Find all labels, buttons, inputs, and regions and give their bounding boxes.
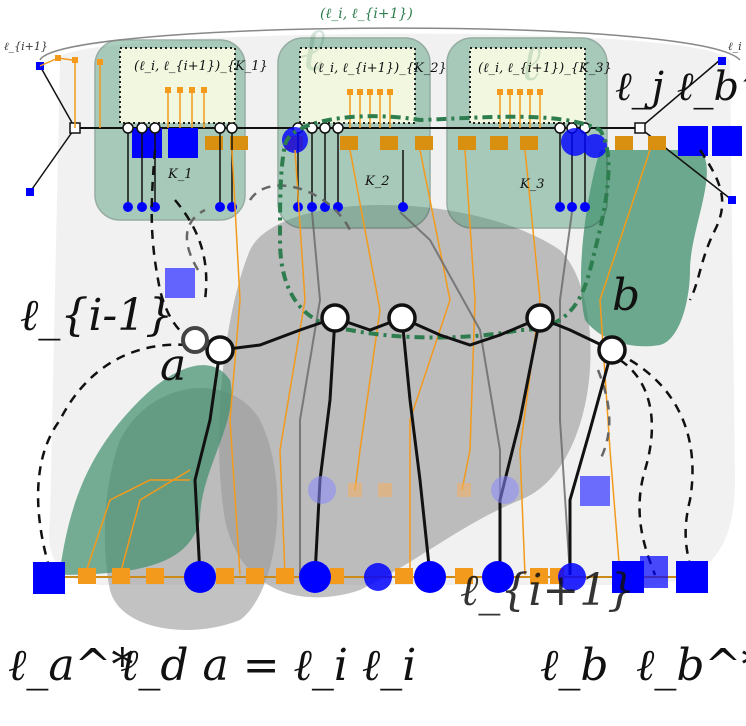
orange-dots-top <box>55 55 543 95</box>
blue-square <box>678 126 708 156</box>
label-lb-star: ℓ_b^* <box>636 640 746 691</box>
bottom-orange-squares <box>78 568 564 584</box>
label-k1: K_1 <box>167 167 192 182</box>
inner-box-k1 <box>119 47 236 124</box>
blue-square <box>580 476 610 506</box>
label-la-star: ℓ_a^* <box>8 640 133 691</box>
label-k2: K_2 <box>364 174 389 189</box>
blue-square <box>26 188 34 196</box>
blue-square <box>168 128 198 158</box>
label-top-left: ℓ_{i+1} <box>4 40 48 53</box>
faded-middle-markers <box>308 476 519 504</box>
label-box-k3: (ℓ_i, ℓ_{i+1})_{K_3} <box>478 61 612 76</box>
gray-dashed-curves <box>185 184 611 461</box>
left-branch-up <box>39 65 76 129</box>
white-path-nodes <box>205 303 627 365</box>
top-outline-arc <box>39 27 741 61</box>
bottom-blue-nodes <box>33 556 708 594</box>
label-l-i-plus-1-bottom: ℓ_{i+1} <box>460 565 635 616</box>
right-junction-square <box>634 122 646 134</box>
inner-box-k3 <box>469 47 586 124</box>
blue-square <box>165 268 195 298</box>
label-a: a <box>160 340 186 391</box>
label-box-k1: (ℓ_i, ℓ_{i+1})_{K_1} <box>134 59 268 74</box>
large-blue-dots-spine <box>282 127 607 158</box>
label-l-i-minus-1: ℓ_{i-1} <box>20 290 173 341</box>
inner-box-k2 <box>299 47 416 124</box>
blue-square <box>728 196 736 204</box>
label-b: b <box>612 270 640 321</box>
green-dashdot-region <box>277 114 611 340</box>
label-ld-eq-li: ℓ_d a = ℓ_i ℓ_i <box>120 640 416 691</box>
label-lb: ℓ_b <box>540 640 609 691</box>
node-l-i-minus-1 <box>181 326 209 354</box>
label-top-right-big: ℓ_j ℓ_b^* <box>615 64 746 110</box>
label-top-center: (ℓ_i, ℓ_{i+1}) <box>320 6 413 22</box>
label-k3: K_3 <box>519 177 544 192</box>
blue-square <box>718 57 726 65</box>
faded-glyphs: ℓ <box>520 34 541 92</box>
black-main-path <box>193 316 614 576</box>
green-right-region <box>580 150 707 347</box>
right-branch-up <box>639 59 721 129</box>
label-box-k2: (ℓ_i, ℓ_{i+1})_{K_2} <box>313 61 447 76</box>
left-branch-down <box>29 127 76 193</box>
orange-stems-top <box>39 57 541 128</box>
label-top-right: ℓ_i <box>728 40 742 53</box>
faded-glyphs: ℓ <box>300 15 325 85</box>
blue-square <box>712 126 742 156</box>
